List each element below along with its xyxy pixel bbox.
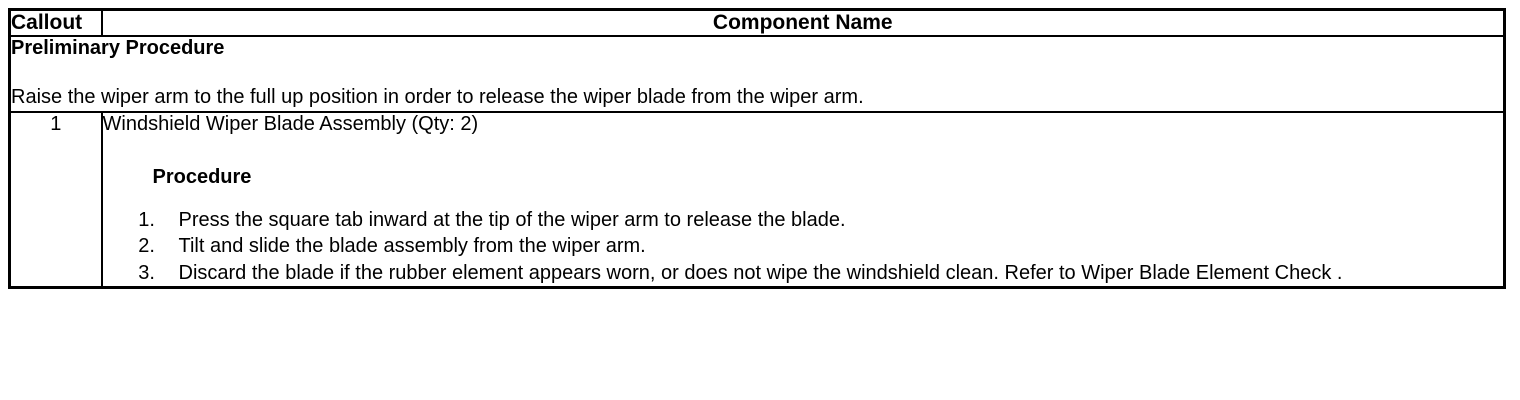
list-item: Tilt and slide the blade assembly from t… xyxy=(161,233,1504,259)
component-detail-cell: Windshield Wiper Blade Assembly (Qty: 2)… xyxy=(100,111,1506,289)
preliminary-procedure-cell: Preliminary Procedure Raise the wiper ar… xyxy=(8,35,1506,113)
procedure-step-list: Press the square tab inward at the tip o… xyxy=(103,207,1504,286)
column-header-callout: Callout xyxy=(8,8,103,37)
list-item: Discard the blade if the rubber element … xyxy=(161,260,1504,286)
column-header-component-name: Component Name xyxy=(100,8,1506,37)
preliminary-procedure-title: Preliminary Procedure xyxy=(11,37,225,59)
table-header-row: Callout Component Name xyxy=(8,8,1506,37)
procedure-heading: Procedure xyxy=(152,166,252,188)
callout-number: 1 xyxy=(8,111,103,289)
component-procedure-table: Callout Component Name Preliminary Proce… xyxy=(8,8,1506,290)
list-item: Press the square tab inward at the tip o… xyxy=(161,207,1504,233)
component-name-text: Windshield Wiper Blade Assembly (Qty: 2) xyxy=(102,113,479,135)
preliminary-procedure-text: Raise the wiper arm to the full up posit… xyxy=(11,86,864,108)
preliminary-procedure-row: Preliminary Procedure Raise the wiper ar… xyxy=(8,35,1506,113)
table-row: 1 Windshield Wiper Blade Assembly (Qty: … xyxy=(8,111,1506,289)
